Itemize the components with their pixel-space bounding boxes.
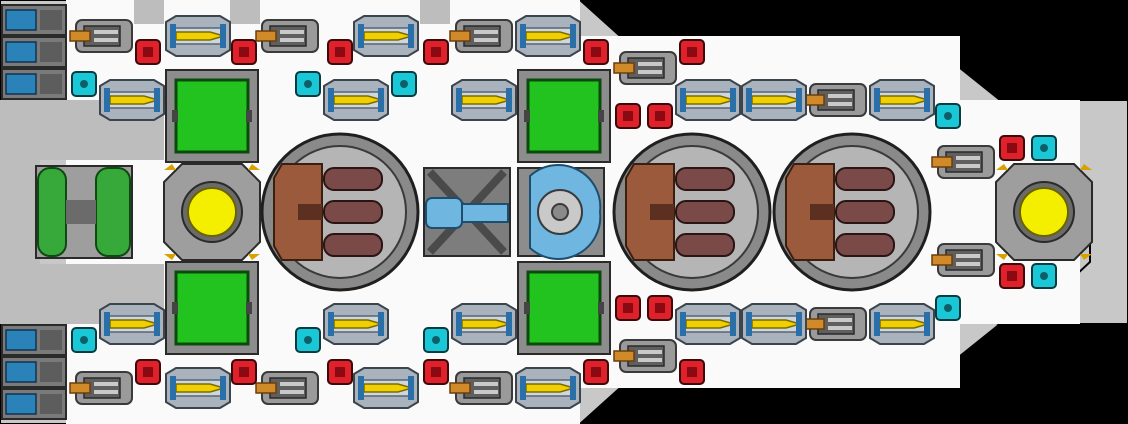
reactor-icon[interactable] [995,163,1093,261]
corridor [134,0,164,24]
corridor [0,160,40,264]
storage-block-icon[interactable] [516,260,612,356]
storage-block-icon[interactable] [164,68,260,164]
corridor [420,0,450,24]
drill-icon[interactable] [423,167,511,257]
reactor-icon[interactable] [163,163,261,261]
storage-block-icon[interactable] [164,260,260,356]
corridor [230,0,260,24]
triple-cannon-turret-icon[interactable] [260,132,420,292]
triple-cannon-turret-icon[interactable] [612,132,772,292]
triple-cannon-turret-icon[interactable] [772,132,932,292]
fuel-tank-icon[interactable] [35,165,133,259]
storage-block-icon[interactable] [516,68,612,164]
shield-generator-icon[interactable] [517,164,605,260]
